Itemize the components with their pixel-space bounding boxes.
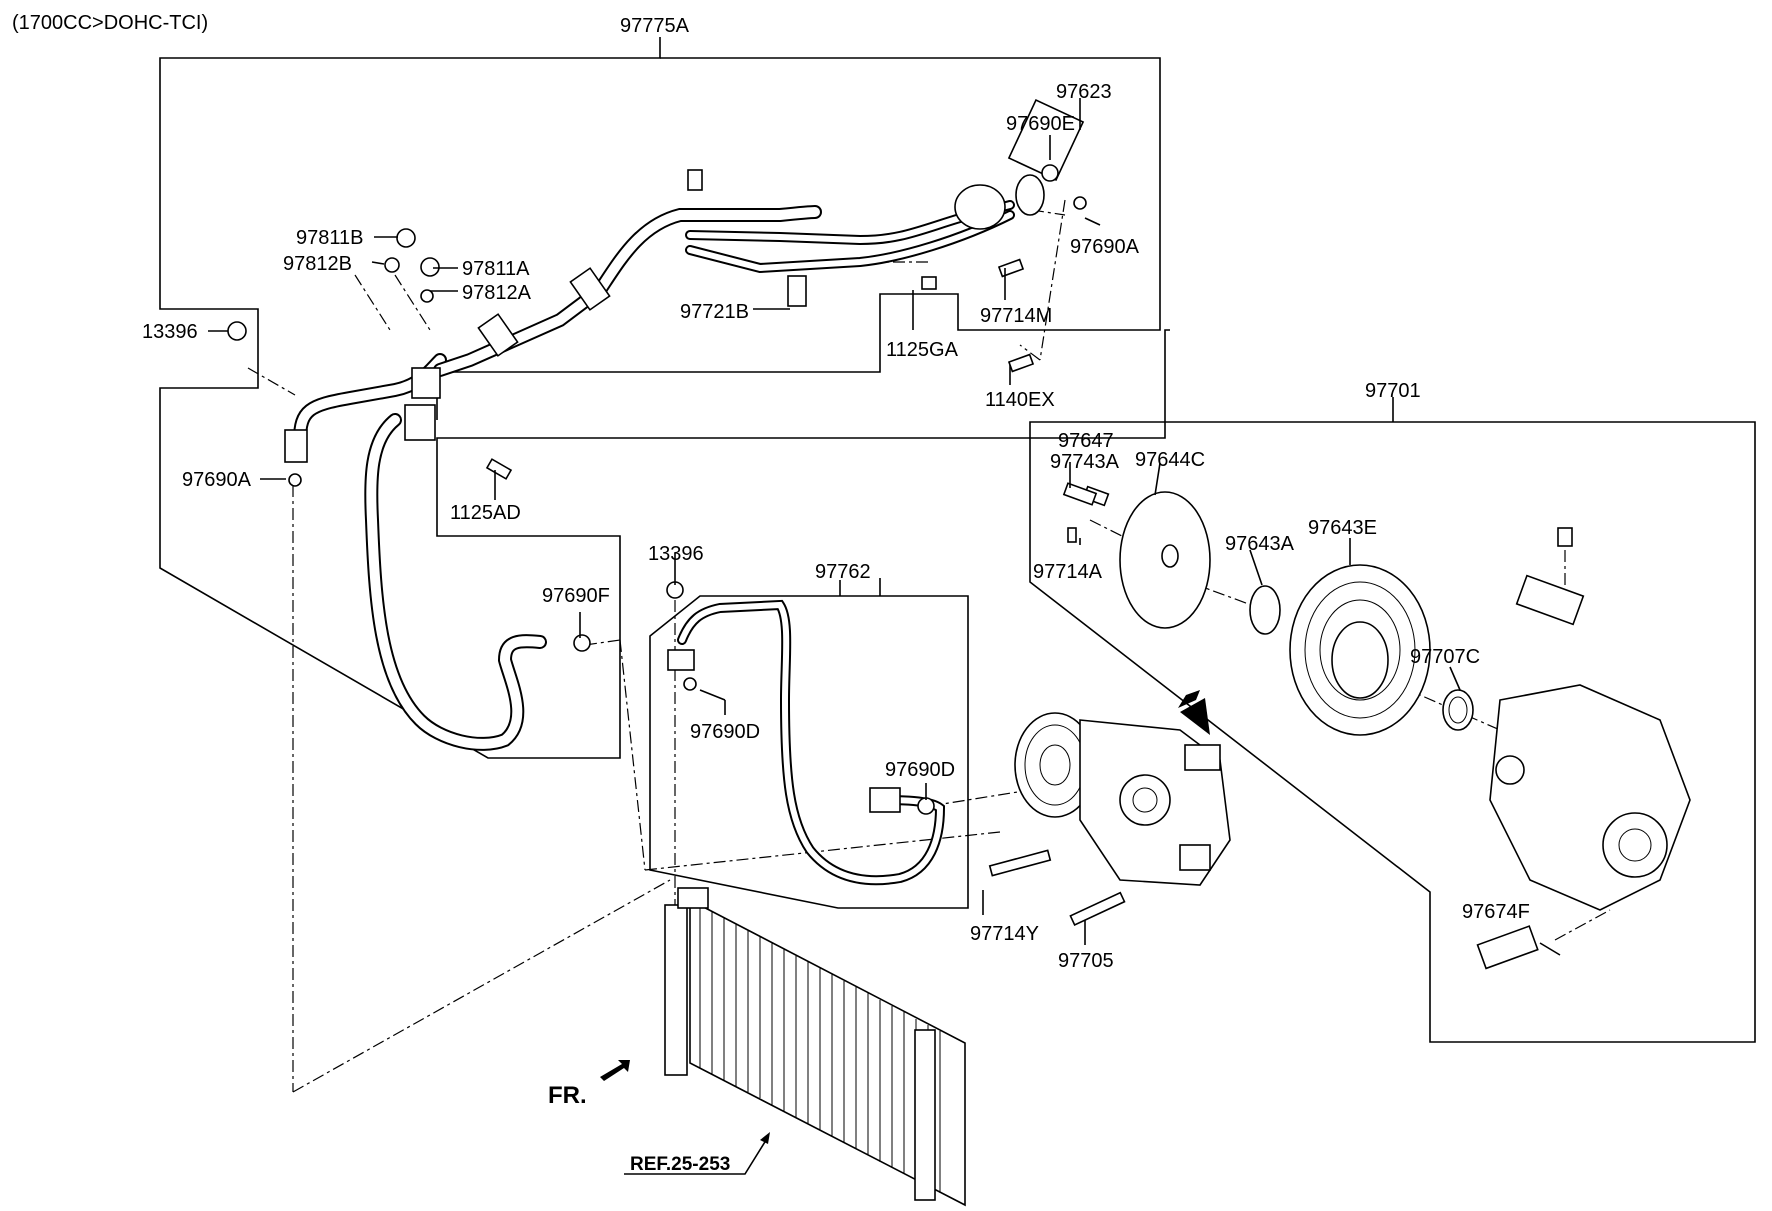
label-97690A-top: 97690A	[1070, 236, 1140, 258]
engine-variant-label: (1700CC>DOHC-TCI)	[12, 12, 208, 34]
label-97647: 97647	[1058, 430, 1114, 452]
label-97721B: 97721B	[680, 301, 749, 323]
label-97643E: 97643E	[1308, 517, 1377, 539]
label-97762: 97762	[815, 561, 871, 583]
label-97623: 97623	[1056, 81, 1112, 103]
label-97811B: 97811B	[296, 227, 363, 249]
label-97812B: 97812B	[283, 253, 352, 275]
label-97714M: 97714M	[980, 305, 1052, 327]
fasteners	[227, 164, 1573, 927]
label-97644C: 97644C	[1135, 449, 1205, 471]
label-1125AD: 1125AD	[450, 502, 521, 524]
label-97690D-a: 97690D	[690, 721, 760, 743]
label-97705: 97705	[1058, 950, 1114, 972]
part-labels: 97775A 97623 97690E 97690A 97811B 97812B…	[142, 15, 1530, 1175]
label-97812A: 97812A	[462, 282, 532, 304]
liquid-line-97762	[667, 599, 946, 886]
ref-leader	[624, 1132, 770, 1175]
label-1125GA: 1125GA	[886, 339, 959, 361]
front-direction-arrow	[600, 1060, 630, 1081]
label-97775A: 97775A	[620, 15, 690, 37]
label-97690D-b: 97690D	[885, 759, 955, 781]
label-97743A: 97743A	[1050, 451, 1120, 473]
label-1140EX: 1140EX	[985, 389, 1055, 411]
label-leaders	[208, 98, 1561, 956]
compressor-main	[1014, 690, 1231, 886]
label-ref: REF.25-253	[630, 1154, 730, 1175]
group-97701-outline	[1029, 397, 1756, 1043]
label-97714A: 97714A	[1033, 561, 1103, 583]
label-fr: FR.	[548, 1082, 587, 1109]
label-97707C: 97707C	[1410, 646, 1480, 668]
exploded-compressor-parts	[1082, 485, 1691, 970]
label-13396-left: 13396	[142, 321, 198, 343]
label-97674F: 97674F	[1462, 901, 1530, 923]
suction-hose-assembly	[284, 98, 1085, 751]
label-97690F: 97690F	[542, 585, 610, 607]
label-97690A-left: 97690A	[182, 469, 252, 491]
label-13396-mid: 13396	[648, 543, 704, 565]
condenser	[664, 887, 966, 1207]
label-97701: 97701	[1365, 380, 1421, 402]
group-97762-outline	[649, 578, 969, 909]
label-97714Y: 97714Y	[970, 923, 1039, 945]
label-97690E: 97690E	[1006, 113, 1075, 135]
label-97643A: 97643A	[1225, 533, 1295, 555]
label-97811A: 97811A	[462, 258, 530, 280]
group-97775A-outline	[159, 37, 1170, 759]
